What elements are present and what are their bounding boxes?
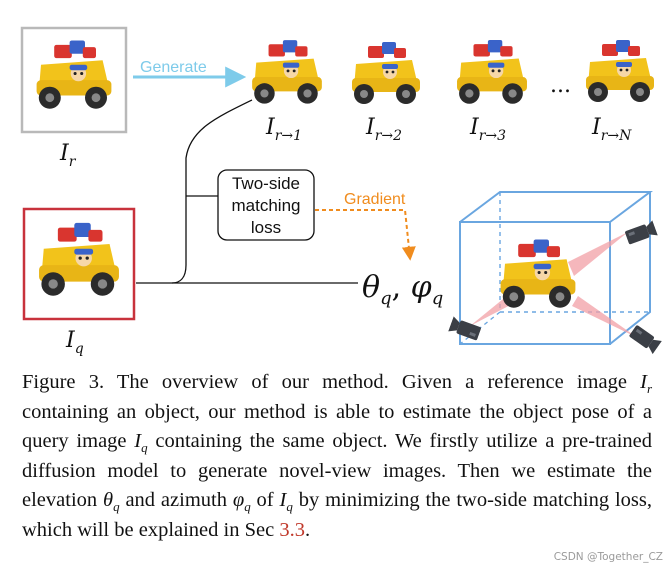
novel-view-1-label: Ir→1	[265, 115, 302, 144]
query-image	[22, 207, 136, 321]
camera-icon	[448, 316, 482, 342]
novel-view-n	[586, 40, 654, 102]
reference-image-label: Ir	[59, 141, 77, 170]
section-reference-link[interactable]: 3.3	[279, 518, 305, 541]
figure-label: Figure 3.	[22, 371, 105, 393]
novel-view-2	[352, 42, 420, 104]
novel-view-2-label: Ir→2	[365, 115, 402, 144]
query-image-label: Iq	[65, 328, 84, 357]
novel-view-1	[252, 40, 322, 104]
generate-label: Generate	[140, 59, 207, 76]
camera-icon	[628, 323, 662, 355]
pose-label: θq, φq	[362, 270, 443, 309]
novel-view-3	[457, 40, 527, 104]
two-side-matching-loss-box	[217, 169, 315, 241]
novel-view-connector	[185, 99, 253, 265]
watermark: CSDN @Together_CZ	[553, 551, 663, 563]
cube-object	[500, 239, 576, 308]
figure-caption: Figure 3. The overview of our method. Gi…	[22, 371, 653, 541]
ellipsis: ...	[550, 73, 571, 98]
camera-icon	[624, 220, 658, 246]
loss-label-line3: loss	[251, 218, 281, 237]
novel-view-3-label: Ir→3	[469, 115, 506, 144]
method-overview-diagram: Ir Generate ... Ir→1 Ir→2 Ir→3 Ir→N Two-…	[20, 26, 662, 357]
reference-image	[20, 26, 128, 134]
loss-label-line2: matching	[232, 196, 301, 215]
novel-view-n-label: Ir→N	[591, 115, 632, 144]
loss-label-line1: Two-side	[232, 174, 300, 193]
gradient-label: Gradient	[344, 191, 406, 208]
query-connector	[136, 264, 187, 284]
gradient-arrow	[315, 209, 416, 261]
